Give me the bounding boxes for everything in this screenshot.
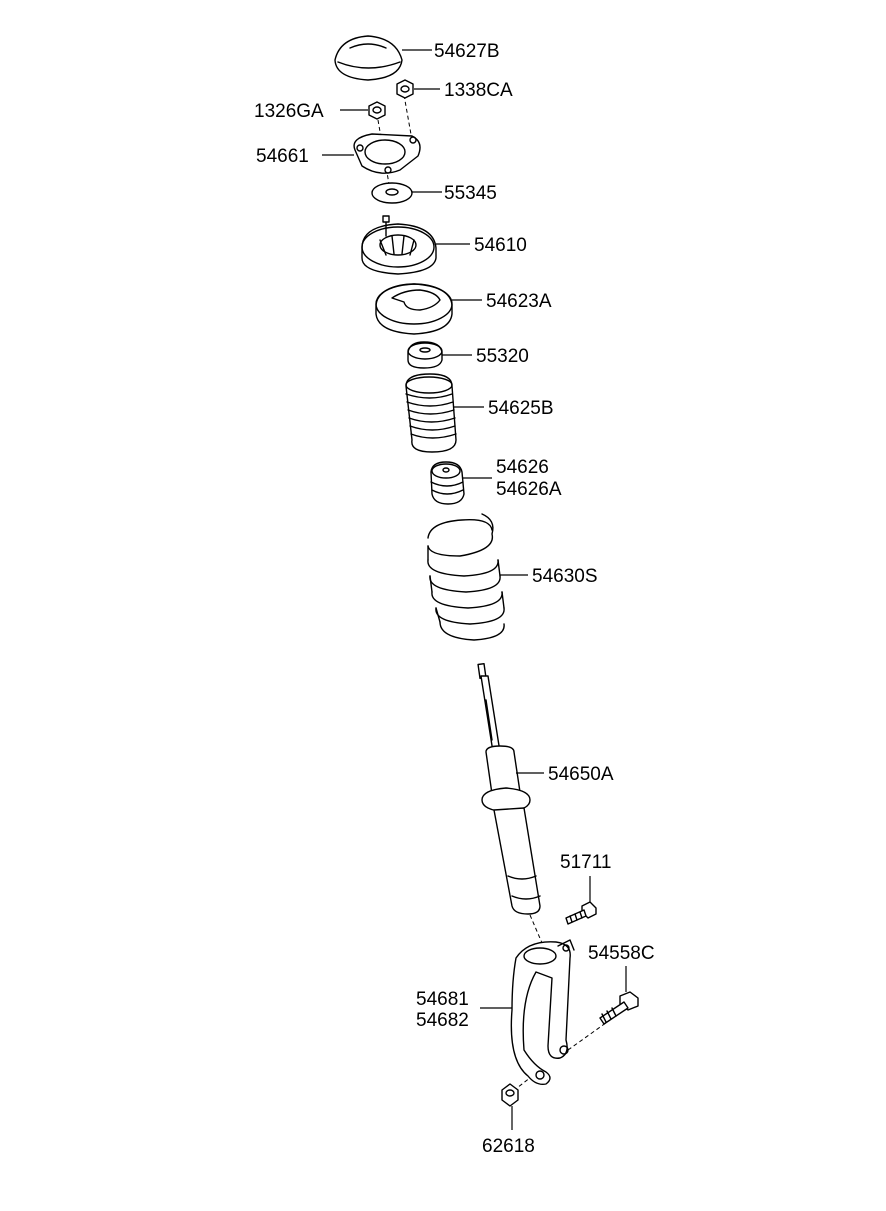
part-1326ga-nut: [368, 101, 386, 120]
axis-line-bolt: [567, 1019, 611, 1051]
label-1338ca: 1338CA: [444, 80, 513, 101]
label-1326ga: 1326GA: [254, 101, 324, 122]
part-51711-bolt: [565, 901, 597, 925]
label-54661: 54661: [256, 146, 309, 167]
part-54625b-boot: [405, 373, 457, 453]
label-54626: 54626: [496, 457, 549, 478]
part-62618-nut: [501, 1083, 519, 1107]
label-54623a: 54623A: [486, 291, 552, 312]
label-54681: 54681: [416, 989, 469, 1010]
label-54625b: 54625B: [488, 398, 554, 419]
label-55345: 55345: [444, 183, 497, 204]
part-54626-bumpstop: [430, 461, 465, 505]
part-54681-fork: [510, 939, 575, 1086]
label-54610: 54610: [474, 235, 527, 256]
label-51711: 51711: [560, 852, 611, 873]
label-55320: 55320: [476, 346, 529, 367]
part-54627b-cap: [334, 35, 403, 81]
label-54627b: 54627B: [434, 41, 500, 62]
label-54682: 54682: [416, 1010, 469, 1031]
part-1338ca-nut: [396, 79, 414, 99]
label-54630s: 54630S: [532, 566, 598, 587]
part-54610-mount: [361, 215, 437, 275]
label-54558c: 54558C: [588, 943, 655, 964]
part-54630s-spring: [427, 513, 505, 641]
part-54623a-pad: [375, 283, 453, 335]
part-54661-plate: [353, 133, 421, 174]
label-54626a: 54626A: [496, 479, 562, 500]
part-55345-washer: [371, 182, 413, 204]
label-62618: 62618: [482, 1136, 535, 1157]
leader-lines: [322, 49, 627, 1130]
part-55320-cap: [407, 341, 443, 369]
part-54558c-bolt: [599, 991, 639, 1025]
axis-line-stud: [403, 94, 413, 141]
label-54650a: 54650A: [548, 764, 614, 785]
part-54650a-strut: [477, 662, 541, 915]
